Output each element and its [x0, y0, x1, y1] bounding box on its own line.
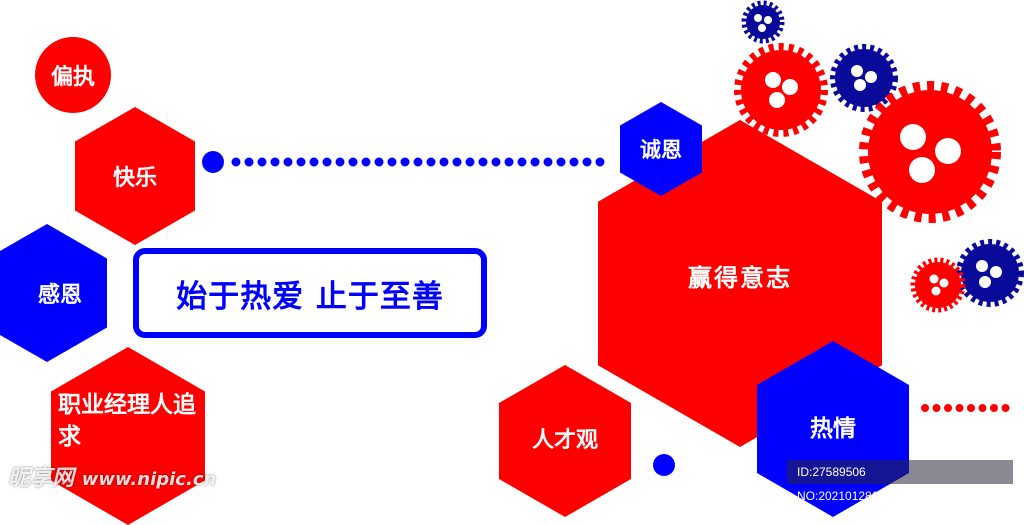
gears [734, 0, 1024, 313]
hex-cheng-en: 诚恩 [620, 102, 702, 196]
watermark-url: www.nipic.cn [81, 469, 217, 490]
circle-pianzhi: 偏执 [35, 37, 111, 113]
label: 快乐 [112, 166, 157, 191]
label: 诚恩 [640, 138, 682, 162]
watermark-id: ID:27589506 NO:20210128163712278000 [787, 460, 1013, 503]
label: 人才观 [531, 428, 598, 453]
label: 感恩 [37, 283, 82, 308]
label: 热情 [810, 416, 856, 442]
label: 职业经理人追求 [58, 392, 196, 450]
motto-box: 始于热爱 止于至善 [133, 248, 487, 338]
watermark-logo: 昵享网 www.nipic.cn [8, 460, 216, 492]
label: 偏执 [50, 65, 95, 90]
gear-icon [830, 44, 898, 112]
decorations [202, 151, 1010, 476]
gear-icon [910, 257, 966, 313]
hex-kuaile: 快乐 [75, 107, 195, 245]
motto-text: 始于热爱 止于至善 [176, 278, 444, 315]
connector-dot [202, 151, 224, 173]
gear-icon [859, 81, 1001, 223]
blue-dot [653, 454, 675, 476]
label: 赢得意志 [688, 264, 792, 292]
gear-icon [741, 0, 785, 44]
watermark-brand: 昵享网 [8, 466, 75, 491]
gear-icon [956, 239, 1024, 307]
gear-icon [734, 43, 828, 137]
